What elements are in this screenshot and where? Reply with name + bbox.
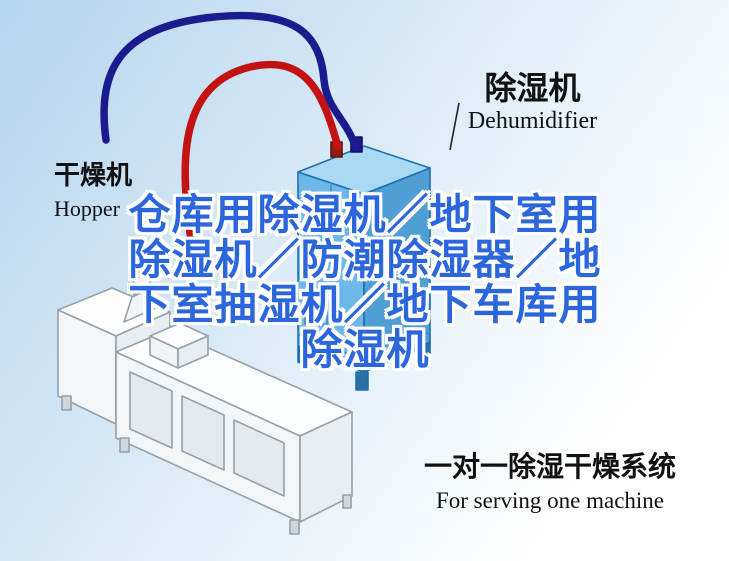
machine-body-end bbox=[299, 411, 353, 523]
dehumidifier-foot bbox=[355, 371, 369, 391]
machine-top-box-side bbox=[177, 335, 209, 369]
callout-dehumidifier: 除湿机 Dehumidifier bbox=[430, 70, 635, 136]
headline: 仓库用除湿机／地下室用 除湿机／防潮除湿器／地 下室抽湿机／地下车库用 除湿机 bbox=[60, 192, 670, 372]
dryer-hopper-knob bbox=[134, 256, 152, 274]
caption-en: For serving one machine bbox=[435, 487, 665, 513]
machine-foot bbox=[119, 437, 130, 453]
dryer-hopper-neck bbox=[133, 271, 151, 296]
callout-dehumidifier-en: Dehumidifier bbox=[467, 107, 598, 134]
caption: 一对一除湿干燥系统 For serving one machine bbox=[390, 450, 710, 514]
headline-line-3: 下室抽湿机／地下车库用 bbox=[128, 280, 602, 329]
headline-line-1: 仓库用除湿机／地下室用 bbox=[128, 190, 602, 239]
callout-dryer: 干燥机 Hopper bbox=[54, 161, 204, 222]
caption-zh: 一对一除湿干燥系统 bbox=[423, 450, 676, 483]
callout-dryer-zh: 干燥机 bbox=[54, 161, 133, 191]
machine-foot bbox=[342, 494, 352, 509]
leader-line bbox=[449, 102, 460, 151]
callout-dryer-en: Hopper bbox=[54, 195, 120, 221]
machine-foot bbox=[289, 519, 300, 535]
dehumidifier-unit bbox=[297, 136, 431, 391]
dehumidifier-base-band-front bbox=[297, 333, 365, 361]
machine-foot bbox=[61, 395, 72, 411]
dehumidifier-base-band-side bbox=[363, 331, 431, 361]
callout-dehumidifier-zh: 除湿机 bbox=[484, 69, 581, 107]
dehumidifier-foot bbox=[297, 345, 309, 367]
machine-door-panel bbox=[181, 395, 225, 471]
dehumidifier-control-panel bbox=[304, 295, 328, 325]
dehumidifier-foot bbox=[421, 341, 431, 363]
red-hose bbox=[181, 60, 342, 244]
blue-hose bbox=[100, 11, 360, 152]
machine-door-panel bbox=[129, 371, 173, 449]
headline-line-4: 除湿机 bbox=[300, 325, 430, 374]
dryer-hopper-funnel bbox=[123, 289, 157, 323]
headline-line-2: 除湿机／防潮除湿器／地 bbox=[128, 235, 602, 284]
hopper-dryer-machine bbox=[57, 256, 353, 535]
machine-door-panel bbox=[233, 419, 285, 497]
